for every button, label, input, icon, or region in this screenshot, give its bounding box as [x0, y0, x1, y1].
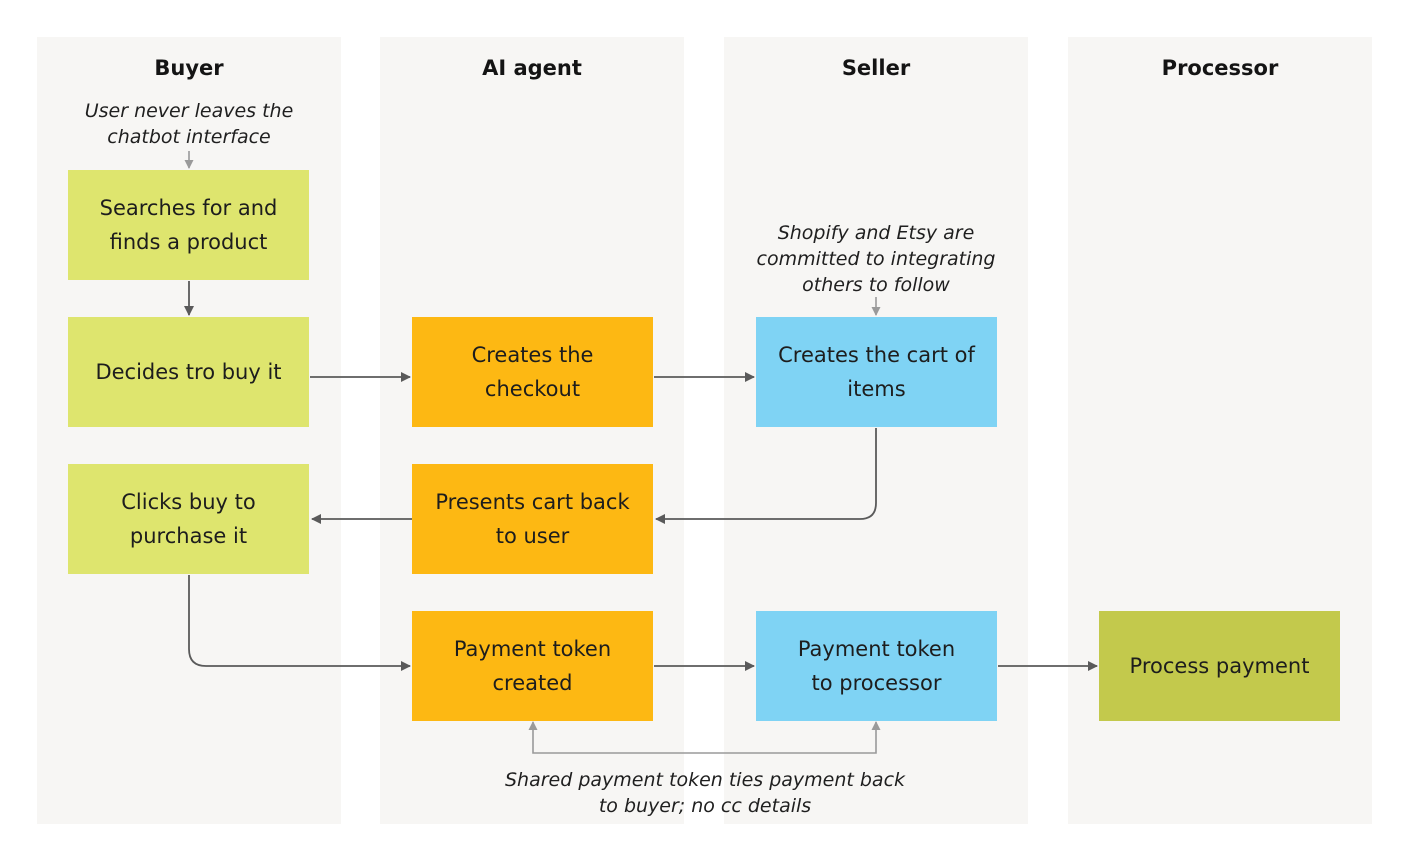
- step-process-payment: Process payment: [1099, 611, 1340, 721]
- arrow-cart-to-present: [655, 428, 877, 524]
- step-clicks-buy: Clicks buy to purchase it: [68, 464, 309, 574]
- lane-title-ai-agent: AI agent: [482, 56, 582, 80]
- lane-title-buyer: Buyer: [154, 56, 224, 80]
- step-token-to-processor: Payment token to processor: [756, 611, 997, 721]
- arrow-clicks-to-token: [188, 575, 411, 671]
- step-search-product: Searches for and finds a product: [68, 170, 309, 280]
- step-payment-token-created: Payment token created: [412, 611, 653, 721]
- arrow-shared-token-link: [528, 721, 881, 754]
- lane-title-processor: Processor: [1161, 56, 1279, 80]
- step-present-cart: Presents cart back to user: [412, 464, 653, 574]
- step-create-checkout: Creates the checkout: [412, 317, 653, 427]
- step-create-cart: Creates the cart of items: [756, 317, 997, 427]
- note-shared-token: Shared payment token ties payment back t…: [504, 769, 906, 817]
- note-seller-integration: Shopify and Etsy are committed to integr…: [756, 222, 996, 296]
- note-buyer-chatbot: User never leaves the chatbot interface: [84, 100, 294, 148]
- step-decide-buy: Decides tro buy it: [68, 317, 309, 427]
- lane-title-seller: Seller: [841, 56, 911, 80]
